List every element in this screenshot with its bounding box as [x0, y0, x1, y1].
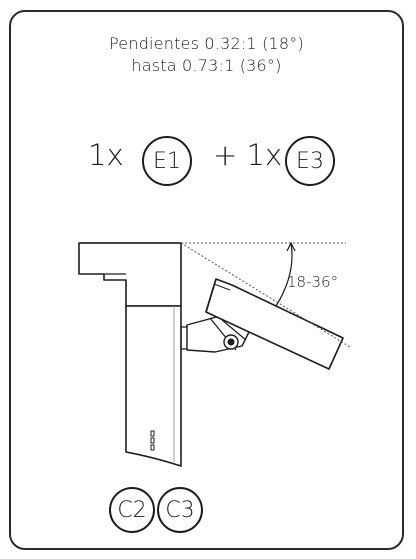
compatible-badge-c3: C3 [157, 487, 203, 533]
vertical-post [125, 305, 182, 467]
top-rail-block [78, 242, 182, 307]
part-badge-e3: E3 [285, 136, 335, 186]
instruction-card [9, 10, 404, 550]
incline-reference-line [180, 242, 351, 348]
part-badge-e1: E1 [142, 136, 192, 186]
angle-range-label: 18-36° [287, 273, 339, 291]
compatible-badge-c2: C2 [109, 487, 155, 533]
slope-caption-line-2: hasta 0.73:1 (36°) [131, 56, 282, 75]
quantity-label-2: + 1x [213, 138, 283, 172]
angle-arc [275, 242, 293, 307]
angle-arrow-icon [286, 241, 296, 252]
slope-caption-line-1: Pendientes 0.32:1 (18°) [109, 34, 304, 53]
quantity-label-1: 1x [88, 138, 124, 172]
